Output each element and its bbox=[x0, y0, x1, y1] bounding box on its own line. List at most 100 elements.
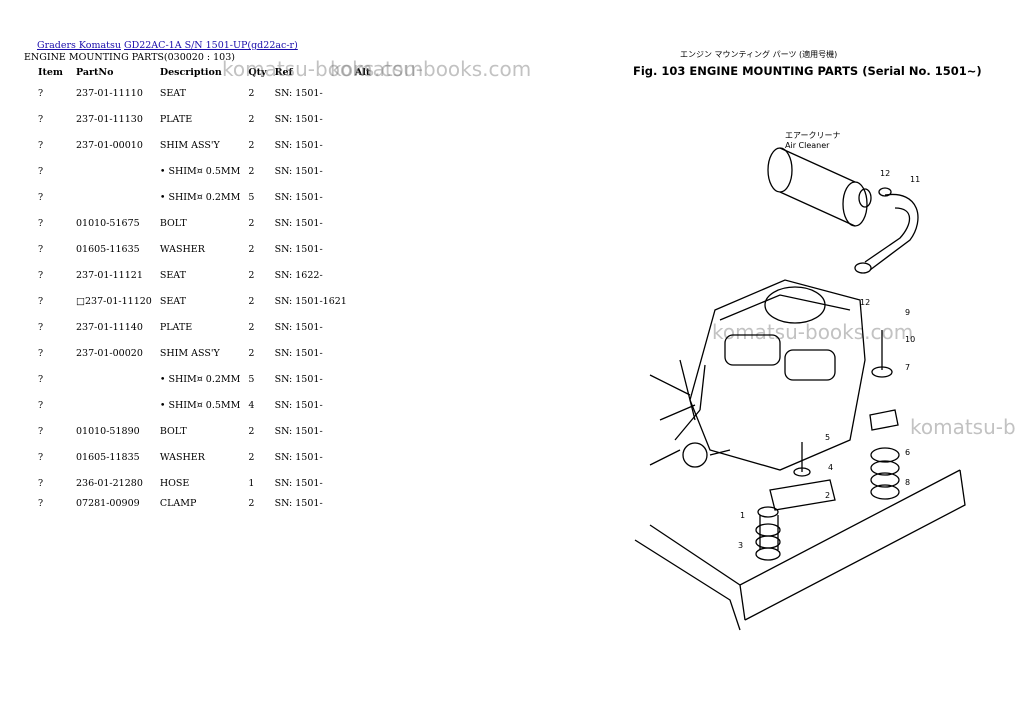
cell-item: ? bbox=[38, 295, 44, 307]
callout-7: 7 bbox=[905, 363, 910, 372]
cell-qty: 1 bbox=[248, 477, 255, 489]
engine-mounting-diagram: エアークリーナ Air Cleaner 1 2 3 4 5 6 7 8 9 10… bbox=[634, 131, 966, 631]
callout-2: 2 bbox=[825, 491, 830, 500]
cell-partno bbox=[72, 392, 156, 418]
cell-qty: 2 bbox=[248, 113, 255, 125]
cell-description: • SHIM¤ 0.2MM bbox=[159, 373, 241, 385]
cell-qty: 4 bbox=[248, 399, 255, 411]
cell-description: • SHIM¤ 0.5MM bbox=[159, 399, 241, 411]
figure-title: Fig. 103 ENGINE MOUNTING PARTS (Serial N… bbox=[633, 64, 982, 78]
cell-alt bbox=[351, 496, 374, 510]
breadcrumb-link-graders[interactable]: Graders Komatsu bbox=[37, 40, 121, 51]
cell-item: ? bbox=[38, 269, 44, 281]
cell-alt bbox=[351, 418, 374, 444]
cell-alt bbox=[351, 314, 374, 340]
callout-12b: 12 bbox=[860, 298, 870, 307]
cell-qty: 2 bbox=[248, 451, 255, 463]
cell-qty: 2 bbox=[248, 295, 255, 307]
cell-description: SHIM ASS'Y bbox=[159, 139, 220, 151]
cell-ref: SN: 1622- bbox=[274, 269, 323, 281]
cell-item: ? bbox=[38, 165, 44, 177]
callout-12a: 12 bbox=[880, 169, 890, 178]
cell-item: ? bbox=[38, 217, 44, 229]
cell-ref: SN: 1501- bbox=[274, 113, 323, 125]
cell-partno: 236-01-21280 bbox=[76, 477, 143, 489]
callout-6: 6 bbox=[905, 448, 910, 457]
cell-ref: SN: 1501- bbox=[274, 165, 323, 177]
cell-alt bbox=[351, 106, 374, 132]
cell-item: ? bbox=[38, 87, 44, 99]
cell-description: SEAT bbox=[159, 87, 186, 99]
cell-qty: 2 bbox=[248, 243, 255, 255]
cell-alt bbox=[351, 444, 374, 470]
cell-partno: 07281-00909 bbox=[76, 497, 140, 509]
hose-icon bbox=[864, 193, 919, 271]
cell-qty: 2 bbox=[248, 269, 255, 281]
cell-description: BOLT bbox=[159, 425, 187, 437]
cell-item: ? bbox=[38, 191, 44, 203]
callout-4: 4 bbox=[828, 463, 833, 472]
air-cleaner-label: Air Cleaner bbox=[785, 141, 830, 150]
cell-partno: 01605-11835 bbox=[76, 451, 140, 463]
cell-partno bbox=[72, 158, 156, 184]
breadcrumb: Graders Komatsu GD22AC-1A S/N 1501-UP(gd… bbox=[37, 40, 298, 51]
cell-ref: SN: 1501- bbox=[274, 451, 323, 463]
cell-ref: SN: 1501- bbox=[274, 321, 323, 333]
col-header-description: Description bbox=[159, 67, 222, 78]
callout-9: 9 bbox=[905, 308, 910, 317]
cell-description: WASHER bbox=[159, 243, 205, 255]
figure-kana-title: エンジン マウンティング パーツ (適用号機) bbox=[680, 50, 838, 59]
callout-3: 3 bbox=[738, 541, 743, 550]
cell-partno: 237-01-11121 bbox=[76, 269, 143, 281]
cell-alt bbox=[351, 470, 374, 496]
callout-1: 1 bbox=[740, 511, 745, 520]
cell-description: PLATE bbox=[159, 113, 193, 125]
cell-item: ? bbox=[38, 321, 44, 333]
cell-qty: 2 bbox=[248, 347, 255, 359]
cell-partno: 01010-51675 bbox=[76, 217, 140, 229]
cell-ref: SN: 1501- bbox=[274, 497, 323, 509]
cell-item: ? bbox=[38, 373, 44, 385]
cell-ref: SN: 1501- bbox=[274, 373, 323, 385]
cell-ref: SN: 1501- bbox=[274, 425, 323, 437]
cell-ref: SN: 1501- bbox=[274, 399, 323, 411]
cell-partno: 237-01-11140 bbox=[76, 321, 143, 333]
cell-ref: SN: 1501-1621 bbox=[274, 295, 347, 307]
cell-partno: 237-01-11130 bbox=[76, 113, 143, 125]
cell-alt bbox=[351, 210, 374, 236]
col-header-partno: PartNo bbox=[76, 67, 114, 78]
cell-partno: 01010-51890 bbox=[76, 425, 140, 437]
frame-icon bbox=[634, 469, 966, 631]
table-row: ? 237-01-11121 SEAT 2 SN: 1622- bbox=[28, 262, 374, 288]
breadcrumb-link-model[interactable]: GD22AC-1A S/N 1501-UP(gd22ac-r) bbox=[124, 40, 298, 51]
cell-description: SEAT bbox=[159, 295, 186, 307]
cell-ref: SN: 1501- bbox=[274, 139, 323, 151]
parts-table: Item PartNo Description Qty Ref Alt ?237… bbox=[28, 65, 374, 510]
callout-11: 11 bbox=[910, 175, 920, 184]
cell-description: BOLT bbox=[159, 217, 187, 229]
cell-ref: SN: 1501- bbox=[274, 243, 323, 255]
cell-qty: 2 bbox=[248, 497, 255, 509]
col-header-item: Item bbox=[38, 67, 63, 78]
cell-partno: 237-01-00010 bbox=[76, 139, 143, 151]
cell-partno: 237-01-11110 bbox=[76, 87, 143, 99]
cell-description: • SHIM¤ 0.2MM bbox=[159, 191, 241, 203]
table-header-row: Item PartNo Description Qty Ref Alt bbox=[28, 65, 374, 80]
cell-alt bbox=[351, 392, 374, 418]
cell-partno: 237-01-00020 bbox=[76, 347, 143, 359]
air-cleaner-kana: エアークリーナ bbox=[785, 131, 841, 140]
cell-alt bbox=[351, 184, 374, 210]
cell-description: SEAT bbox=[159, 269, 186, 281]
